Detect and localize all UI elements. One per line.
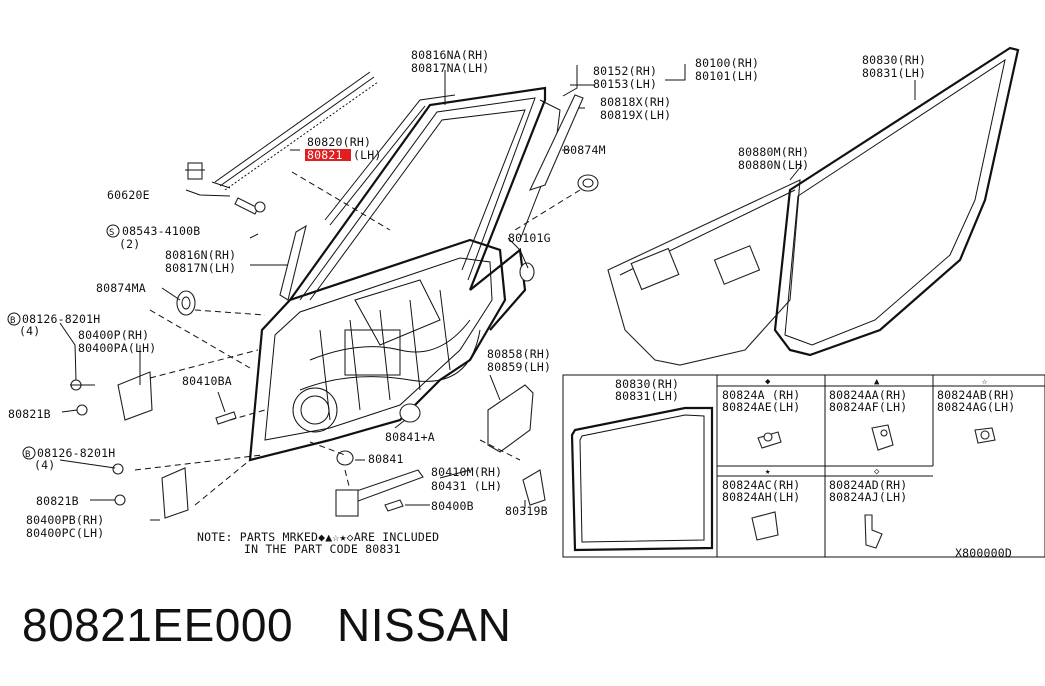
clip-label-80824AA: 80824AA(RH) bbox=[829, 388, 907, 402]
label-80818X: 80818X(RH) bbox=[600, 95, 671, 109]
label-80816N: 80816N(RH) bbox=[165, 248, 236, 262]
clip-80824A bbox=[757, 431, 782, 449]
label-08126-upper-qty: (4) bbox=[19, 324, 40, 338]
circle-b-letter-lower: B bbox=[25, 450, 31, 460]
label-80841A: 80841+A bbox=[385, 430, 435, 444]
label-80880N: 80880N(LH) bbox=[738, 158, 809, 172]
symbol-star-outline: ☆ bbox=[982, 377, 988, 387]
clip-label-80824AF: 80824AF(LH) bbox=[829, 400, 907, 414]
label-80153: 80153(LH) bbox=[593, 77, 657, 91]
label-80821B-upper: 80821B bbox=[8, 407, 51, 421]
label-08126-lower-qty: (4) bbox=[34, 458, 55, 472]
symbol-star-filled: ★ bbox=[765, 467, 771, 477]
clip-label-80824AD: 80824AD(RH) bbox=[829, 478, 907, 492]
circle-s-icon bbox=[106, 224, 120, 238]
part-caption: 80821EE000 NISSAN bbox=[22, 598, 511, 652]
label-80400PB: 80400PB(RH) bbox=[26, 513, 104, 527]
label-80821B-lower: 80821B bbox=[36, 494, 79, 508]
highlight-80821 bbox=[305, 149, 351, 161]
label-08543-qty: (2) bbox=[119, 237, 140, 251]
clip-80824AC bbox=[751, 511, 779, 541]
label-80100: 80100(RH) bbox=[695, 56, 759, 70]
door-trim-panel bbox=[607, 179, 801, 366]
label-80400PC: 80400PC(LH) bbox=[26, 526, 104, 540]
clip-label-80824A: 80824A (RH) bbox=[722, 388, 800, 402]
label-80821-highlighted: 80821 bbox=[307, 148, 343, 162]
label-80816NA: 80816NA(RH) bbox=[411, 48, 489, 62]
label-80817NA: 80817NA(LH) bbox=[411, 61, 489, 75]
brand-name: NISSAN bbox=[337, 599, 512, 651]
label-80817N: 80817N(LH) bbox=[165, 261, 236, 275]
inset-label-80831: 80831(LH) bbox=[615, 389, 679, 403]
label-80152: 80152(RH) bbox=[593, 64, 657, 78]
label-80319B: 80319B bbox=[505, 504, 548, 518]
label-80101G: 80101G bbox=[508, 231, 551, 245]
label-08543: 08543-4100B bbox=[122, 224, 200, 238]
symbol-diamond: ◆ bbox=[765, 377, 771, 387]
inset-label-80830: 80830(RH) bbox=[615, 377, 679, 391]
clip-label-80824AG: 80824AG(LH) bbox=[937, 400, 1015, 414]
clip-label-80824AC: 80824AC(RH) bbox=[722, 478, 800, 492]
inset-box bbox=[562, 374, 1045, 558]
circle-s-letter: S bbox=[109, 228, 115, 238]
small-parts bbox=[70, 162, 599, 519]
note-line-1: NOTE: PARTS MRKED◆▲☆★◇ARE INCLUDED bbox=[197, 530, 439, 544]
label-80880M: 80880M(RH) bbox=[738, 145, 809, 159]
door-assembly bbox=[214, 71, 584, 462]
label-80841: 80841 bbox=[368, 452, 404, 466]
label-80830-top: 80830(RH) bbox=[862, 53, 926, 67]
label-80821-side: (LH) bbox=[353, 148, 382, 162]
label-80400PA: 80400PA(LH) bbox=[78, 341, 156, 355]
label-80400P: 80400P(RH) bbox=[78, 328, 149, 342]
label-80819X: 80819X(LH) bbox=[600, 108, 671, 122]
label-80874M: 80874M bbox=[563, 143, 606, 157]
clip-label-80824AH: 80824AH(LH) bbox=[722, 490, 800, 504]
symbol-triangle: ▲ bbox=[874, 377, 880, 387]
parts-diagram: 80816NA(RH) 80817NA(LH) 80152(RH) 80153(… bbox=[7, 46, 1045, 560]
circle-b-icon-upper bbox=[7, 312, 21, 326]
circle-b-icon-lower bbox=[22, 446, 36, 460]
part-number: 80821EE000 bbox=[22, 599, 294, 651]
clip-80824AB bbox=[974, 427, 996, 444]
leader-lines bbox=[59, 64, 916, 521]
clip-label-80824AE: 80824AE(LH) bbox=[722, 400, 800, 414]
label-80859: 80859(LH) bbox=[487, 360, 551, 374]
label-80400B: 80400B bbox=[431, 499, 474, 513]
label-80820: 80820(RH) bbox=[307, 135, 371, 149]
label-80431: 80431 (LH) bbox=[431, 479, 502, 493]
label-80831-top: 80831(LH) bbox=[862, 66, 926, 80]
door-weatherstrip bbox=[773, 46, 1020, 357]
label-80410M: 80410M(RH) bbox=[431, 465, 502, 479]
label-08126-upper: 08126-8201H bbox=[22, 312, 100, 326]
clip-label-80824AJ: 80824AJ(LH) bbox=[829, 490, 907, 504]
note-line-2: IN THE PART CODE 80831 bbox=[244, 542, 401, 556]
clip-80824AD bbox=[864, 514, 883, 549]
label-08126-lower: 08126-8201H bbox=[37, 446, 115, 460]
label-80101: 80101(LH) bbox=[695, 69, 759, 83]
symbol-diamond-outline: ◇ bbox=[874, 467, 880, 477]
clip-label-80824AB: 80824AB(RH) bbox=[937, 388, 1015, 402]
label-80410BA: 80410BA bbox=[182, 374, 232, 388]
diagram-code: X800000D bbox=[955, 546, 1012, 560]
label-60620E: 60620E bbox=[107, 188, 150, 202]
label-80858: 80858(RH) bbox=[487, 347, 551, 361]
clip-80824AA bbox=[871, 424, 894, 451]
label-80874MA: 80874MA bbox=[96, 281, 146, 295]
circle-b-letter-upper: B bbox=[10, 316, 16, 326]
text-labels: 80816NA(RH) 80817NA(LH) 80152(RH) 80153(… bbox=[7, 48, 1015, 560]
